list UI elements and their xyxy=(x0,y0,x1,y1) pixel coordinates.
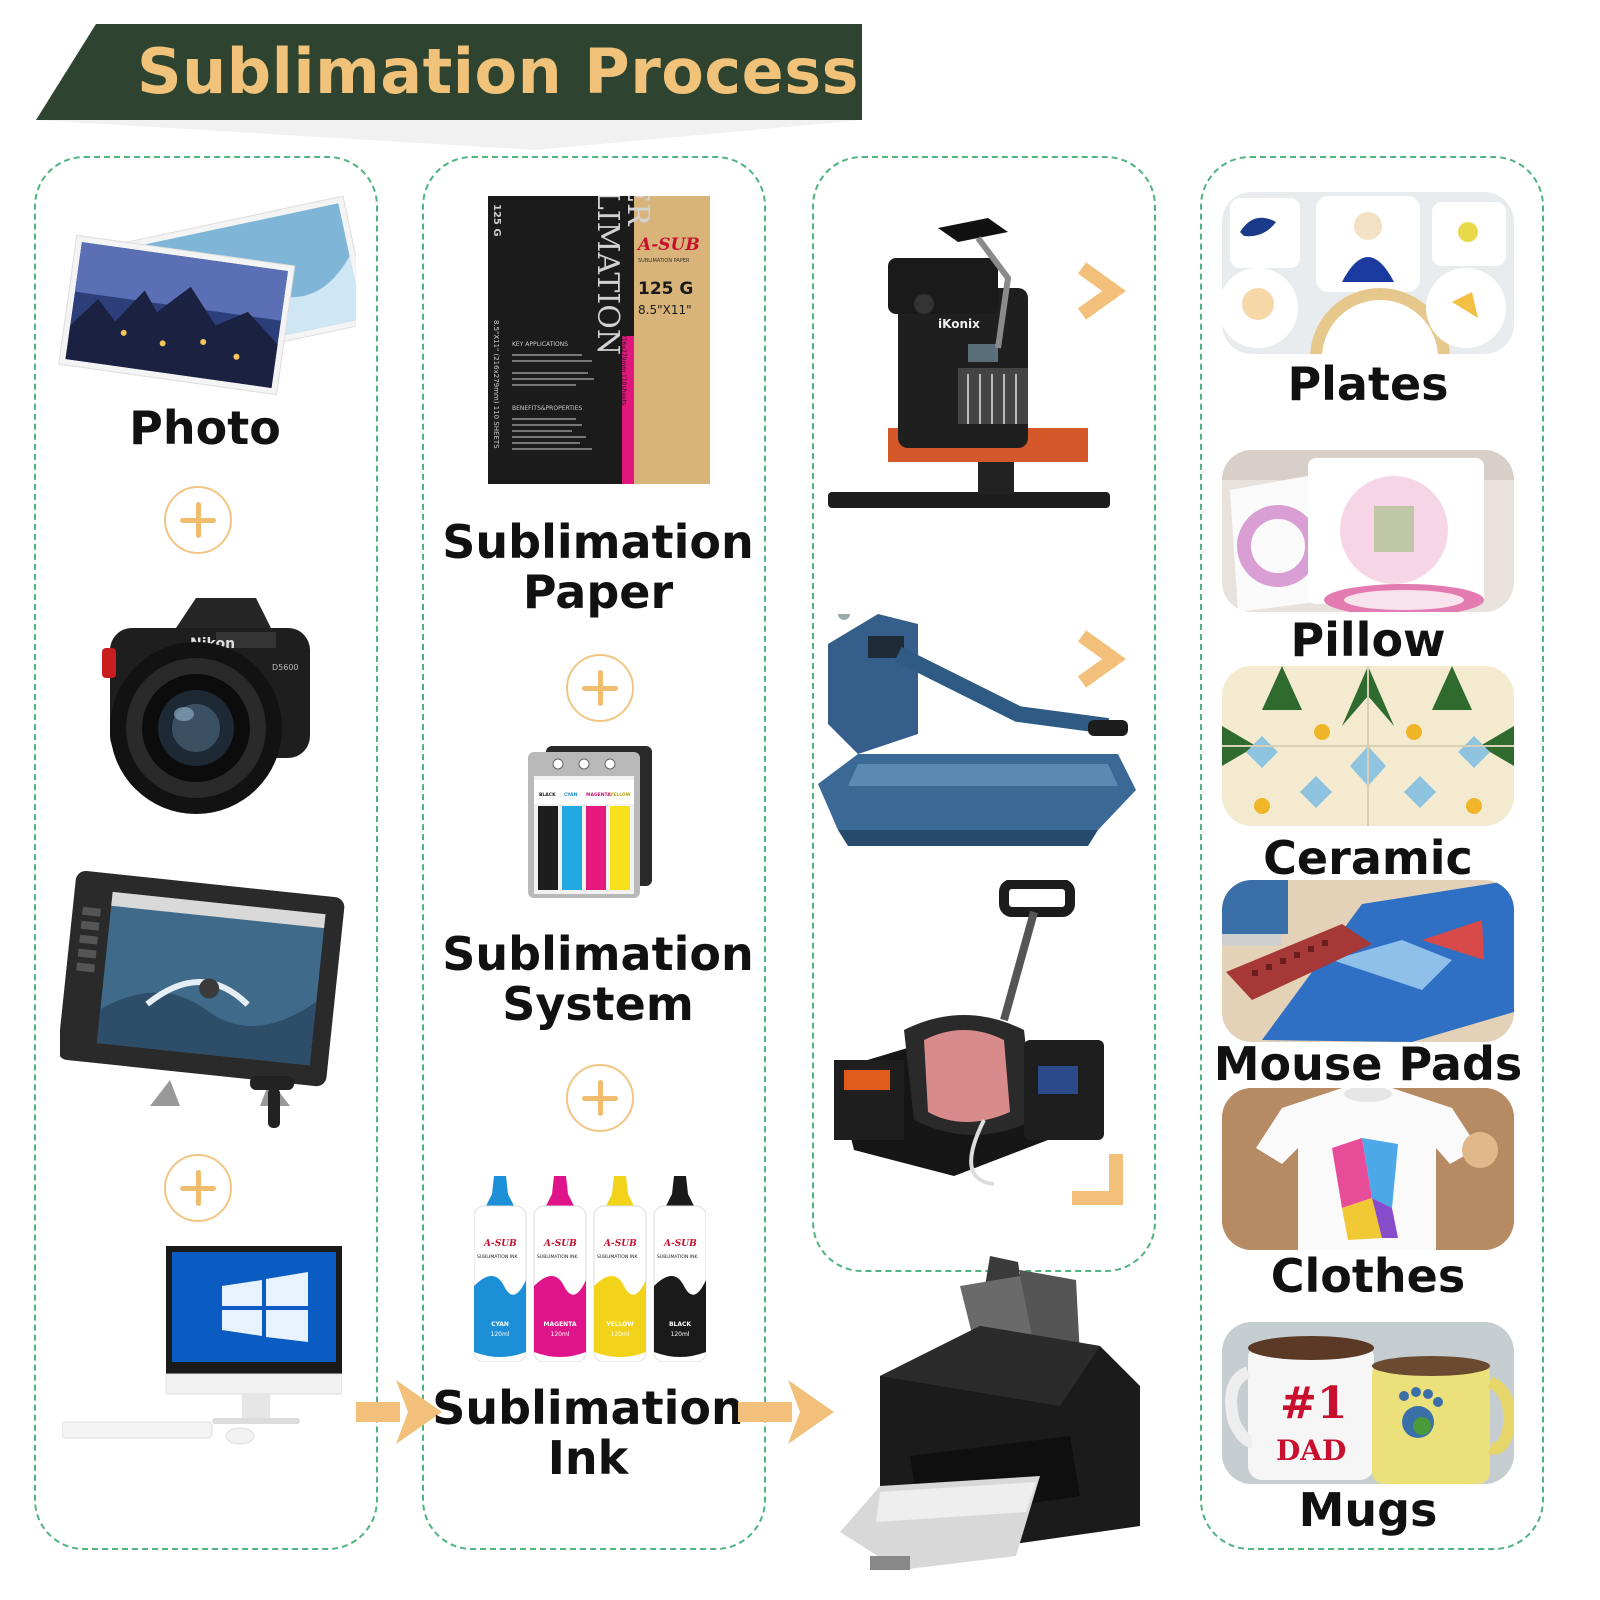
plus-icon xyxy=(164,1154,232,1222)
plus-icon xyxy=(164,486,232,554)
ink-bottle-magenta: A-SUB SUBLIMATION INK MAGENTA 120ml xyxy=(533,1176,587,1363)
mug-heat-press-image xyxy=(834,879,1110,1196)
paper-box-title-2: PAPER xyxy=(620,196,655,227)
press-brand: iKonix xyxy=(938,317,980,331)
ink-bottle-color-name: YELLOW xyxy=(605,1321,634,1328)
panel-products xyxy=(1200,156,1544,1550)
plus-icon xyxy=(566,654,634,722)
desktop-computer-image xyxy=(61,1246,343,1446)
swing-heat-press-image: iKonix xyxy=(828,218,1110,548)
flow-arrow-icon xyxy=(356,1380,442,1444)
product-label-plates: Plates xyxy=(1287,357,1449,411)
chevron-down-right-icon xyxy=(1068,1150,1126,1208)
chevron-right-icon xyxy=(1074,630,1126,688)
mug-text-2: DAD xyxy=(1276,1434,1346,1467)
ink-bottle-line: SUBLIMATION INK xyxy=(657,1254,699,1260)
clamshell-heat-press-image xyxy=(818,608,1136,846)
photo-prints-image xyxy=(56,190,371,400)
ink-bottle-volume: 120ml xyxy=(671,1331,690,1338)
ink-bottle-brand: A-SUB xyxy=(543,1239,577,1249)
plates-thumbnail xyxy=(1222,192,1514,354)
paper-box-weight: 125 G xyxy=(638,279,693,299)
mug-text-1: #1 xyxy=(1280,1378,1347,1429)
printer-image xyxy=(840,1256,1142,1570)
paper-box-size: 8.5"X11" xyxy=(638,303,692,317)
page-title: Sublimation Process xyxy=(136,35,860,108)
paper-box-section-1: KEY APPLICATIONS xyxy=(512,341,568,348)
ink-bottle-color-name: MAGENTA xyxy=(544,1321,577,1328)
sublimation-ink-label: Sublimation Ink xyxy=(432,1381,744,1485)
ink-bottle-cyan: A-SUB SUBLIMATION INK CYAN 120ml xyxy=(473,1176,527,1363)
ink-bottle-yellow: A-SUB SUBLIMATION INK YELLOW 120ml xyxy=(593,1176,647,1363)
paper-box-title-1: SUBLIMATION xyxy=(590,196,625,355)
camera-model: D5600 xyxy=(272,663,299,672)
paper-box-section-2: BENEFITS&PROPERTIES xyxy=(512,405,582,412)
system-label-black: BLACK xyxy=(539,792,556,798)
sublimation-paper-pack-image: SUBLIMATION PAPER A-SUB SUBLIMATION PAPE… xyxy=(488,122,710,484)
paper-box-side-weight: 125 G xyxy=(491,204,502,237)
title-banner: Sublimation Process xyxy=(36,24,862,150)
sublimation-system-label: Sublimation System xyxy=(442,927,754,1031)
plus-icon xyxy=(566,1064,634,1132)
mouse-pads-thumbnail xyxy=(1222,880,1514,1042)
mugs-thumbnail: #1 DAD xyxy=(1222,1322,1514,1484)
camera-image: Nikon D5600 xyxy=(86,588,326,820)
ink-bottle-black: A-SUB SUBLIMATION INK BLACK 120ml xyxy=(653,1176,707,1363)
ceramic-tile-thumbnail xyxy=(1222,666,1514,826)
ink-bottle-volume: 120ml xyxy=(491,1331,510,1338)
ink-bottle-color-name: BLACK xyxy=(669,1321,691,1328)
ink-bottle-color-name: CYAN xyxy=(491,1321,509,1328)
ink-bottle-line: SUBLIMATION INK xyxy=(597,1254,639,1260)
photo-label: Photo xyxy=(129,401,281,455)
chevron-right-icon xyxy=(1074,262,1126,320)
ink-bottle-line: SUBLIMATION INK xyxy=(477,1254,519,1260)
paper-box-gold-band: 216x279mm 110sheets xyxy=(620,334,627,405)
system-label-cyan: CYAN xyxy=(564,792,578,798)
system-label-yellow: YELLOW xyxy=(609,792,631,798)
sublimation-ink-bottles-image: A-SUB SUBLIMATION INK CYAN 120ml A-SUB SUBLIM… xyxy=(473,1176,707,1363)
flow-arrow-icon xyxy=(738,1380,834,1444)
system-label-magenta: MAGENTA xyxy=(586,792,611,798)
clothes-thumbnail xyxy=(1222,1088,1514,1250)
product-label-pillow: Pillow xyxy=(1290,613,1446,667)
paper-box-brand-sub: SUBLIMATION PAPER xyxy=(638,258,690,264)
ink-bottle-line: SUBLIMATION INK xyxy=(537,1254,579,1260)
sublimation-system-image: BLACK CYAN MAGENTA YELLOW xyxy=(528,746,652,902)
ink-bottle-volume: 120ml xyxy=(551,1331,570,1338)
ink-bottle-brand: A-SUB xyxy=(663,1239,697,1249)
ink-bottle-brand: A-SUB xyxy=(603,1239,637,1249)
ink-bottle-volume: 120ml xyxy=(611,1331,630,1338)
product-label-mugs: Mugs xyxy=(1298,1483,1438,1537)
ink-bottle-brand: A-SUB xyxy=(483,1239,517,1249)
product-label-mouse-pads: Mouse Pads xyxy=(1213,1037,1523,1091)
pen-display-tablet-image xyxy=(57,870,350,1140)
product-label-clothes: Clothes xyxy=(1270,1249,1466,1303)
paper-box-brand: A-SUB xyxy=(636,235,700,255)
paper-box-side-specs: 8.5"X11" (216x279mm) 110 SHEETS xyxy=(492,320,500,449)
pillow-thumbnail xyxy=(1222,450,1514,612)
sublimation-paper-label: Sublimation Paper xyxy=(442,515,754,619)
